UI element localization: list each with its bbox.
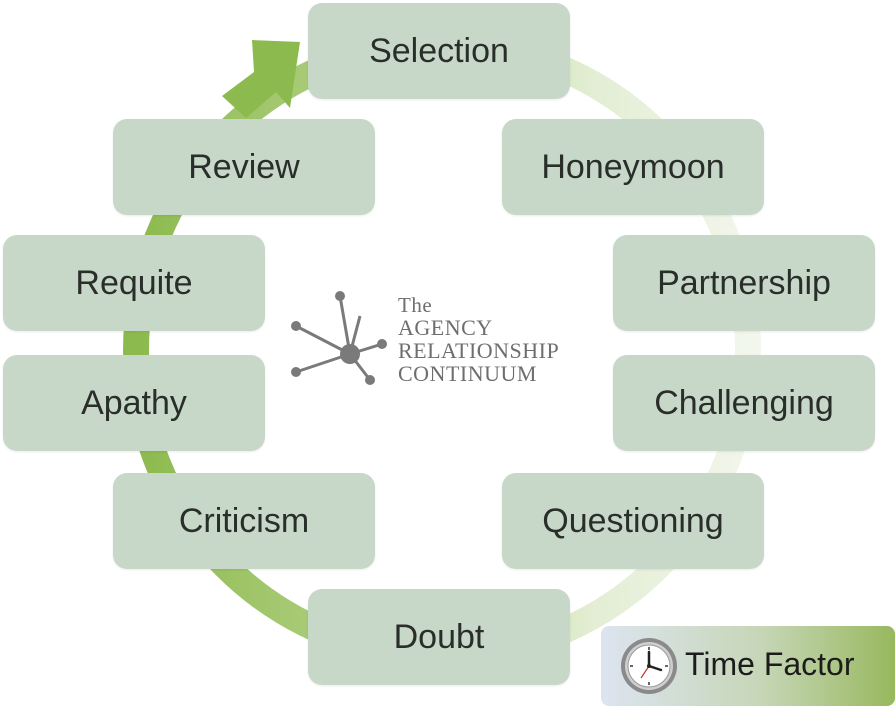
stage-criticism: Criticism [113, 473, 375, 569]
logo-text-line-2: RELATIONSHIP [398, 338, 560, 363]
stage-doubt: Doubt [308, 589, 570, 685]
stage-requite: Requite [3, 235, 265, 331]
logo-text-line-3: CONTINUUM [398, 361, 537, 386]
stage-label: Criticism [178, 501, 310, 540]
stage-label: Honeymoon [541, 147, 725, 186]
time-factor-label: Time Factor [685, 646, 855, 682]
stage-challenging: Challenging [613, 355, 875, 451]
logo-text-line-1: AGENCY [398, 315, 493, 340]
stage-label: Partnership [657, 263, 831, 302]
stage-label: Challenging [654, 383, 834, 422]
stage-honeymoon: Honeymoon [502, 119, 764, 215]
stage-label: Questioning [542, 501, 724, 540]
stage-label: Doubt [393, 617, 485, 656]
stage-label: Apathy [81, 383, 187, 422]
logo-text-the: The [398, 293, 433, 317]
cycle-arrow-head [222, 40, 300, 118]
stage-questioning: Questioning [502, 473, 764, 569]
network-logo-icon [291, 291, 387, 385]
stage-review: Review [113, 119, 375, 215]
clock-icon [621, 638, 677, 694]
stage-selection: Selection [308, 3, 570, 99]
stage-label: Review [188, 147, 300, 186]
stage-apathy: Apathy [3, 355, 265, 451]
stage-label: Requite [75, 263, 193, 302]
stage-label: Selection [369, 31, 509, 70]
time-factor-badge: Time Factor [601, 626, 895, 706]
stage-partnership: Partnership [613, 235, 875, 331]
